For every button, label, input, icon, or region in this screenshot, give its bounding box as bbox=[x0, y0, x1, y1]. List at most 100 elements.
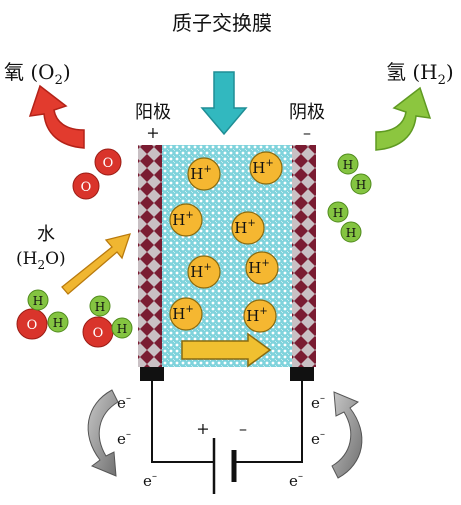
circuit-wire-left bbox=[151, 381, 214, 463]
cathode-electrode bbox=[292, 145, 316, 367]
electron-symbol: e bbox=[143, 472, 152, 490]
proton-symbol: H bbox=[252, 159, 265, 177]
electron-symbol: e bbox=[117, 430, 126, 448]
electron-flow-right-arrow-icon bbox=[331, 391, 363, 479]
hydrogen-label-sub: 2 bbox=[438, 73, 446, 88]
proton-charge: + bbox=[185, 210, 193, 221]
electrons-group: e–e–e–e–e–e– bbox=[117, 393, 325, 490]
hydrogen-atom-label: H bbox=[356, 178, 366, 192]
oxygen-atom-label: O bbox=[103, 156, 114, 171]
protons-group: H+H+H+H+H+H+H+H+ bbox=[169, 151, 283, 333]
proton-label: H+ bbox=[190, 164, 211, 183]
electron-flow-left-arrow-icon bbox=[87, 389, 119, 477]
hydrogen-atom: H bbox=[27, 289, 49, 311]
hydrogen-atom-label: H bbox=[333, 206, 343, 220]
proton-flow-arrow-icon bbox=[181, 332, 272, 368]
hydrogen-atom-label: H bbox=[33, 294, 43, 308]
proton-charge: + bbox=[265, 158, 273, 169]
proton-charge: + bbox=[185, 304, 193, 315]
hydrogen-molecule: H H bbox=[337, 153, 372, 195]
membrane-title: 质子交换膜 bbox=[172, 11, 272, 35]
proton-symbol: H bbox=[190, 165, 203, 183]
proton-symbol: H bbox=[246, 307, 259, 325]
proton-label: H+ bbox=[246, 306, 267, 325]
cathode-label: 阴极 bbox=[289, 102, 325, 123]
proton-label: H+ bbox=[252, 158, 273, 177]
proton-ion: H+ bbox=[231, 211, 265, 245]
oxygen-label-end: ) bbox=[63, 60, 71, 84]
battery-minus: – bbox=[239, 419, 247, 438]
proton-ion: H+ bbox=[187, 255, 221, 289]
electron-charge: – bbox=[126, 429, 131, 440]
proton-charge: + bbox=[203, 164, 211, 175]
electron-label: e– bbox=[117, 429, 131, 448]
oxygen-label-sub: 2 bbox=[55, 73, 63, 88]
hydrogen-atom-label: H bbox=[343, 158, 353, 172]
proton-label: H+ bbox=[234, 218, 255, 237]
anode-label: 阳极 bbox=[135, 102, 171, 123]
electron-label: e– bbox=[143, 471, 157, 490]
electron-symbol: e bbox=[311, 394, 320, 412]
electron-symbol: e bbox=[289, 472, 298, 490]
oxygen-atom: O bbox=[94, 148, 122, 176]
hydrogen-atom: H bbox=[47, 311, 69, 333]
electron-charge: – bbox=[126, 393, 131, 404]
hydrogen-atom-label: H bbox=[95, 300, 105, 314]
anode-terminal bbox=[140, 367, 164, 381]
electron-charge: – bbox=[298, 471, 303, 482]
hydrogen-atom: H bbox=[327, 201, 349, 223]
oxygen-label: 氧 (O2) bbox=[4, 60, 71, 88]
anode-sign: + bbox=[146, 123, 159, 142]
hydrogen-label-end: ) bbox=[446, 60, 454, 84]
water-formula-sub: 2 bbox=[37, 258, 45, 272]
proton-ion: H+ bbox=[169, 297, 203, 331]
proton-ion: H+ bbox=[243, 299, 277, 333]
proton-charge: + bbox=[203, 262, 211, 273]
electron-symbol: e bbox=[117, 394, 126, 412]
oxygen-molecule: O O bbox=[72, 148, 122, 200]
hydrogen-atom-label: H bbox=[117, 322, 127, 336]
circuit-wire-right bbox=[234, 381, 303, 463]
proton-label: H+ bbox=[172, 210, 193, 229]
battery-plus: + bbox=[196, 419, 209, 438]
oxygen-atom: O bbox=[16, 308, 48, 340]
electron-charge: – bbox=[320, 429, 325, 440]
proton-symbol: H bbox=[248, 259, 261, 277]
water-formula-pre: (H bbox=[16, 249, 37, 269]
anode-electrode bbox=[138, 145, 162, 367]
water-molecule: O H H bbox=[16, 289, 69, 340]
electron-label: e– bbox=[117, 393, 131, 412]
water-formula-post: O) bbox=[45, 249, 66, 269]
water-in-arrow-icon bbox=[61, 233, 131, 295]
water-label: 水 bbox=[37, 224, 55, 245]
hydrogen-label: 氢 (H2) bbox=[386, 60, 454, 88]
proton-ion: H+ bbox=[245, 251, 279, 285]
proton-label: H+ bbox=[172, 304, 193, 323]
hydrogen-out-arrow-icon bbox=[375, 86, 432, 151]
hydrogen-atom-label: H bbox=[53, 316, 63, 330]
proton-label: H+ bbox=[190, 262, 211, 281]
proton-ion: H+ bbox=[249, 151, 283, 185]
oxygen-label-text: 氧 (O bbox=[4, 60, 55, 84]
electron-label: e– bbox=[311, 393, 325, 412]
battery: + – bbox=[196, 419, 247, 494]
hydrogen-label-text: 氢 (H bbox=[386, 60, 438, 84]
proton-ion: H+ bbox=[187, 157, 221, 191]
proton-symbol: H bbox=[190, 263, 203, 281]
water-molecule: O H H bbox=[82, 295, 133, 348]
electron-label: e– bbox=[289, 471, 303, 490]
oxygen-atom: O bbox=[82, 316, 114, 348]
proton-charge: + bbox=[261, 258, 269, 269]
hydrogen-atom: H bbox=[337, 153, 359, 175]
hydrogen-atom: H bbox=[340, 221, 362, 243]
electron-symbol: e bbox=[311, 430, 320, 448]
hydrogen-atom: H bbox=[89, 295, 111, 317]
proton-symbol: H bbox=[172, 305, 185, 323]
proton-symbol: H bbox=[172, 211, 185, 229]
oxygen-atom: O bbox=[72, 172, 100, 200]
oxygen-atom-label: O bbox=[27, 318, 38, 333]
cathode-terminal bbox=[290, 367, 314, 381]
proton-ion: H+ bbox=[169, 203, 203, 237]
